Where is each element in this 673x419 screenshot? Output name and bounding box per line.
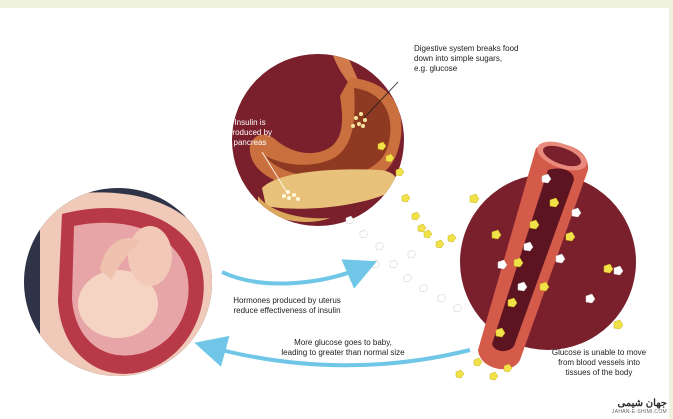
logo-name: جهان شیمی (612, 398, 667, 409)
digestive-label: Digestive system breaks food down into s… (414, 44, 554, 74)
more-glucose-label: More glucose goes to baby, leading to gr… (268, 338, 418, 358)
digestive-label-line-1: Digestive system breaks food (414, 44, 554, 54)
hormone-arrow (222, 266, 366, 283)
digestive-label-line-3: e.g. glucose (414, 64, 554, 74)
more-glucose-label-line-1: More glucose goes to baby, (268, 338, 418, 348)
more-glucose-label-line-2: leading to greater than normal size (268, 348, 418, 358)
insulin-label-line-3: pancreas (222, 138, 278, 148)
glucose-unable-label-line-2: from blood vessels into (540, 358, 658, 368)
glucose-unable-label-line-1: Glucose is unable to move (540, 348, 658, 358)
digestive-label-line-2: down into simple sugars, (414, 54, 554, 64)
hormones-label-line-2: reduce effectiveness of insulin (218, 306, 356, 316)
insulin-label: Insulin is produced by pancreas (222, 118, 278, 148)
glucose-unable-label: Glucose is unable to move from blood ves… (540, 348, 658, 378)
fetus-circle (24, 188, 219, 390)
logo-url: JAHAN-E-SHIMI.COM (612, 409, 667, 415)
hormones-label-line-1: Hormones produced by uterus (218, 296, 356, 306)
site-logo: جهان شیمی JAHAN-E-SHIMI.COM (612, 398, 667, 415)
insulin-label-line-2: produced by (222, 128, 278, 138)
hormones-label: Hormones produced by uterus reduce effec… (218, 296, 356, 316)
blood-vessel-circle (460, 136, 636, 369)
insulin-label-line-1: Insulin is (222, 118, 278, 128)
glucose-unable-label-line-3: tissues of the body (540, 368, 658, 378)
